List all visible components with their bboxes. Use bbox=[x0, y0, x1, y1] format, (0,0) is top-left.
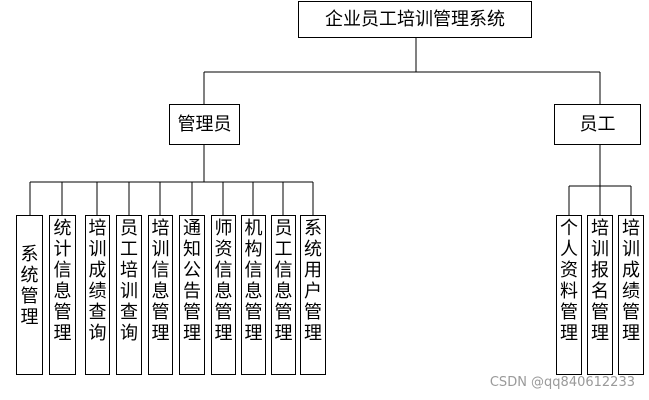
employee-module-profile: 个 人 资 料 管 理 bbox=[556, 215, 582, 375]
admin-node-label: 管理员 bbox=[177, 113, 232, 135]
employee-module-enroll: 培 训 报 名 管 理 bbox=[587, 215, 613, 375]
employee-node-label: 员工 bbox=[579, 113, 616, 135]
employee-module-label: 培 训 报 名 管 理 bbox=[591, 218, 609, 344]
admin-module-employee-info: 员 工 信 息 管 理 bbox=[271, 215, 296, 375]
admin-module-label: 员 工 培 训 查 询 bbox=[120, 218, 138, 344]
admin-module-teacher: 师 资 信 息 管 理 bbox=[211, 215, 236, 375]
admin-module-score-query: 培 训 成 绩 查 询 bbox=[85, 215, 110, 375]
admin-module-notice: 通 知 公 告 管 理 bbox=[179, 215, 205, 375]
admin-module-label: 通 知 公 告 管 理 bbox=[183, 218, 201, 344]
employee-module-label: 培 训 成 绩 管 理 bbox=[622, 218, 640, 344]
employee-node: 员工 bbox=[554, 104, 641, 145]
employee-module-score: 培 训 成 绩 管 理 bbox=[618, 215, 644, 375]
root-node-label: 企业员工培训管理系统 bbox=[325, 8, 505, 30]
employee-module-label: 个 人 资 料 管 理 bbox=[560, 218, 578, 344]
root-node: 企业员工培训管理系统 bbox=[298, 1, 532, 38]
admin-module-label: 系 统 管 理 bbox=[20, 244, 39, 328]
admin-node: 管理员 bbox=[169, 104, 240, 145]
admin-module-label: 师 资 信 息 管 理 bbox=[214, 218, 233, 344]
watermark: CSDN @qq840612233 bbox=[489, 375, 635, 390]
admin-module-label: 系 统 用 户 管 理 bbox=[304, 218, 322, 344]
admin-module-training-query: 员 工 培 训 查 询 bbox=[116, 215, 142, 375]
admin-module-system: 系 统 管 理 bbox=[16, 215, 43, 375]
admin-module-label: 统 计 信 息 管 理 bbox=[53, 218, 72, 344]
admin-module-label: 员 工 信 息 管 理 bbox=[274, 218, 293, 344]
admin-module-label: 培 训 信 息 管 理 bbox=[151, 218, 170, 344]
admin-module-label: 机 构 信 息 管 理 bbox=[244, 218, 263, 344]
admin-module-institution: 机 构 信 息 管 理 bbox=[241, 215, 266, 375]
admin-module-system-user: 系 统 用 户 管 理 bbox=[300, 215, 326, 375]
admin-module-training-info: 培 训 信 息 管 理 bbox=[148, 215, 173, 375]
admin-module-label: 培 训 成 绩 查 询 bbox=[88, 218, 107, 344]
admin-module-statistics: 统 计 信 息 管 理 bbox=[49, 215, 76, 375]
